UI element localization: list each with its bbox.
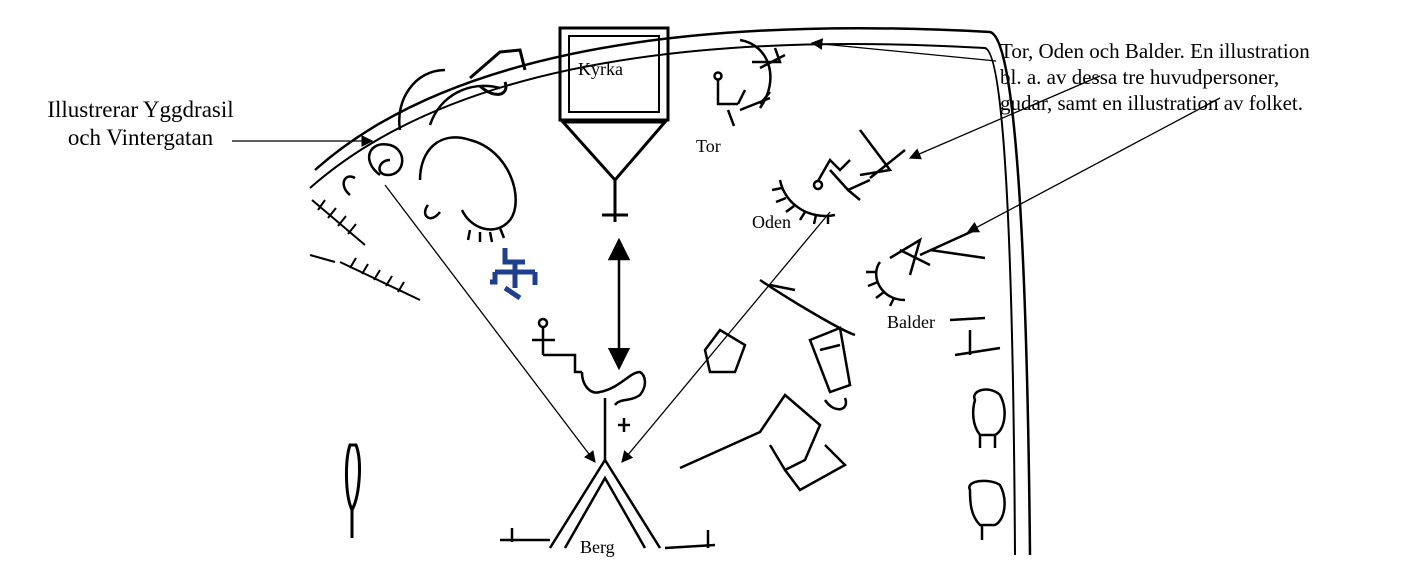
- swastika-figure: [490, 248, 535, 298]
- berg-figure: [500, 460, 715, 548]
- plant-figure: [346, 445, 359, 538]
- label-balder: Balder: [887, 313, 935, 331]
- balder-figure: [866, 230, 1000, 355]
- label-oden: Oden: [752, 213, 791, 231]
- leaf-figures: [310, 200, 420, 300]
- label-tor: Tor: [696, 137, 721, 155]
- label-berg: Berg: [580, 538, 615, 556]
- annotation-yggdrasil-line2: och Vintergatan: [8, 124, 273, 152]
- tor-figure: [715, 40, 786, 126]
- kyrka-figure: [560, 28, 668, 222]
- oden-figure: [772, 130, 905, 224]
- tent-figures: [680, 280, 855, 490]
- annotation-gods-line1: Tor, Oden och Balder. En illustration: [1000, 38, 1416, 64]
- rim-animals: [969, 390, 1004, 540]
- label-kyrka: Kyrka: [578, 60, 623, 78]
- drum-rim: [310, 28, 1030, 555]
- yggdrasil-figure: [344, 70, 516, 242]
- annotation-gods-line3: gudar, samt en illustration av folket.: [1000, 90, 1416, 116]
- human-figure-center: [532, 319, 645, 460]
- annotation-yggdrasil-line1: Illustrerar Yggdrasil: [8, 96, 273, 124]
- annotation-gods: Tor, Oden och Balder. En illustration bl…: [1000, 38, 1416, 116]
- annotation-gods-line2: bl. a. av dessa tre huvudpersoner,: [1000, 64, 1416, 90]
- annotation-yggdrasil: Illustrerar Yggdrasil och Vintergatan: [8, 96, 273, 152]
